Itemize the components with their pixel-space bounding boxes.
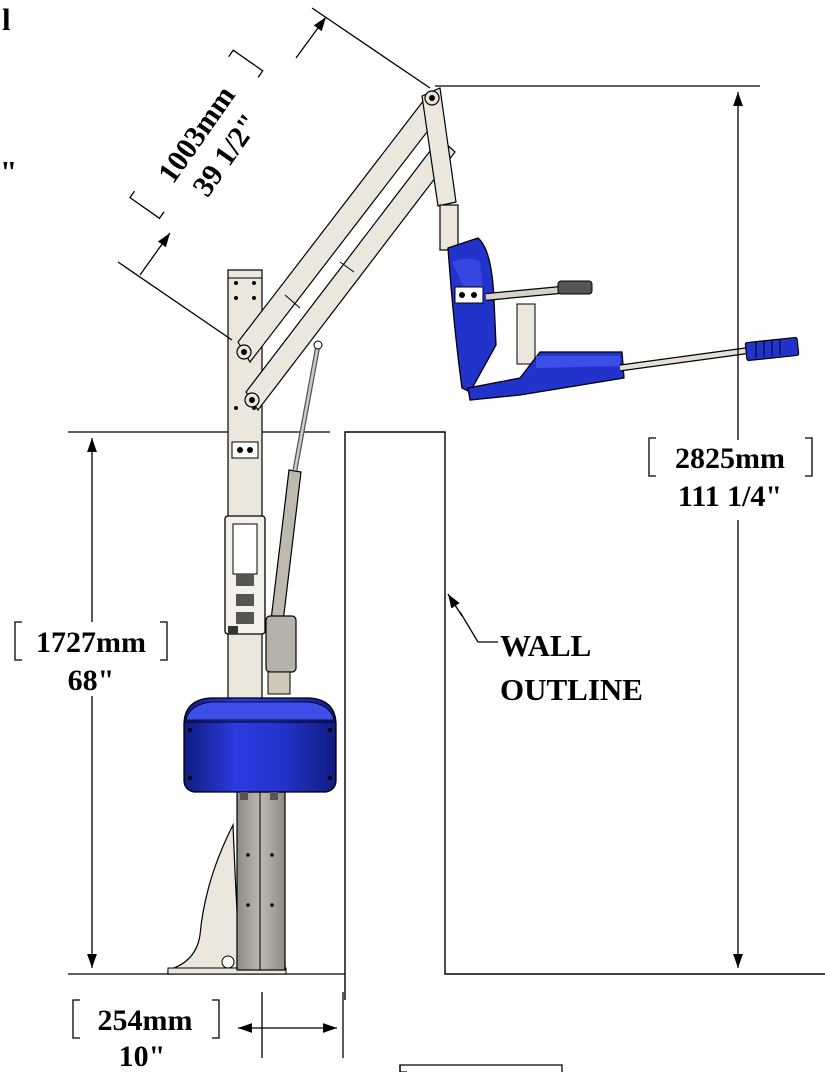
- edge-text-fragment-mid: ": [0, 154, 17, 189]
- partial-bracket: [399, 1064, 563, 1072]
- boom-arms: [236, 87, 459, 412]
- wall-outline-callout: WALL OUTLINE: [447, 593, 643, 707]
- wall-outline: [344, 431, 825, 1000]
- wall-label-line1: WALL: [500, 628, 591, 663]
- deck-height-metric: 1727mm: [36, 626, 146, 659]
- wall-offset-imperial: 10": [119, 1040, 166, 1072]
- base-cover: [183, 697, 337, 800]
- total-height-dimension: 2825mm 111 1/4": [648, 92, 813, 968]
- wall-offset-dimension: 254mm 10": [72, 992, 344, 1072]
- lift-seat: [447, 237, 800, 401]
- reference-lines: [68, 85, 760, 975]
- actuator: [265, 340, 323, 695]
- edge-text-fragment-top: l: [2, 2, 11, 37]
- deck-height-dimension: 1727mm 68": [14, 438, 168, 968]
- wall-offset-metric: 254mm: [98, 1004, 193, 1037]
- total-height-metric: 2825mm: [675, 442, 785, 475]
- wall-label-line2: OUTLINE: [500, 672, 643, 707]
- lower-mast: [236, 791, 286, 971]
- total-height-imperial: 111 1/4": [678, 480, 782, 513]
- deck-height-imperial: 68": [68, 664, 115, 697]
